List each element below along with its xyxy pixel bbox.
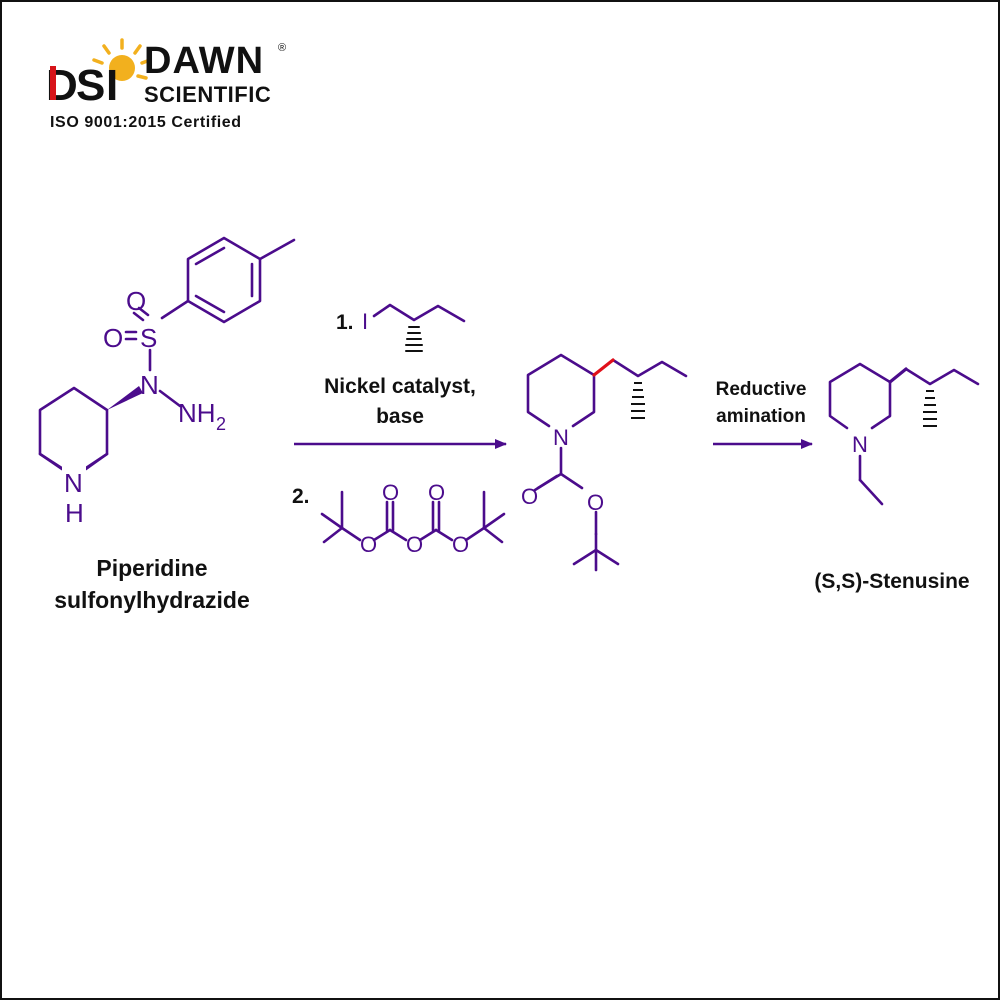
sun-icon <box>92 38 152 81</box>
atom-nitrogen: N <box>140 370 159 400</box>
stereo-wedge <box>107 386 143 410</box>
dawn-scientific-logo: D S I <box>46 38 152 110</box>
step2-number: 2. <box>292 485 310 508</box>
product-cc-bond <box>888 367 908 384</box>
step1-number: 1. <box>336 311 354 334</box>
step1-conditions-line2: base <box>376 405 424 428</box>
atom-oxygen: O <box>587 490 604 515</box>
registered-mark: ® <box>278 42 287 54</box>
atom-nitrogen: N <box>64 468 83 498</box>
alkyl-iodide-structure <box>372 303 466 352</box>
atom-iodine: I <box>362 309 368 334</box>
iso-certification: ISO 9001:2015 Certified <box>50 114 242 131</box>
product-name: (S,S)-Stenusine <box>814 570 970 593</box>
brand-name: DAWN <box>144 40 265 82</box>
starting-material-structure <box>38 236 296 478</box>
starting-material-name-line2: sulfonylhydrazide <box>54 587 250 613</box>
hashed-stereo-bond <box>923 390 937 427</box>
step1-conditions-line1: Nickel catalyst, <box>324 375 476 398</box>
brand-subtitle: SCIENTIFIC <box>144 82 272 107</box>
boc-anhydride-structure <box>320 490 506 544</box>
atom-oxygen: O <box>452 532 469 557</box>
atom-nitrogen: N <box>852 432 868 457</box>
dsi-letters: D S I <box>46 61 118 110</box>
product-structure <box>828 362 980 506</box>
step3-conditions-line1: Reductive <box>716 379 807 400</box>
atom-oxygen: O <box>406 532 423 557</box>
atom-oxygen: O <box>382 480 399 505</box>
starting-material-name-line1: Piperidine <box>96 555 208 581</box>
step3-conditions-line2: amination <box>716 406 806 427</box>
new-cc-bond <box>592 358 615 377</box>
atom-oxygen: O <box>126 286 146 316</box>
atom-nh2-subscript: 2 <box>216 414 226 434</box>
atom-sulfur: S <box>140 323 157 353</box>
hashed-stereo-bond <box>631 382 645 419</box>
atom-oxygen: O <box>428 480 445 505</box>
atom-nitrogen: N <box>553 425 569 450</box>
intermediate-structure <box>526 353 688 572</box>
atom-oxygen: O <box>360 532 377 557</box>
atom-oxygen: O <box>521 484 538 509</box>
svg-text:S: S <box>76 61 105 110</box>
svg-text:I: I <box>106 61 118 110</box>
atom-nh2: NH <box>178 398 216 428</box>
starting-material-name: Piperidine sulfonylhydrazide <box>22 552 282 616</box>
atom-oxygen: O <box>103 323 123 353</box>
atom-hydrogen: H <box>65 498 84 528</box>
